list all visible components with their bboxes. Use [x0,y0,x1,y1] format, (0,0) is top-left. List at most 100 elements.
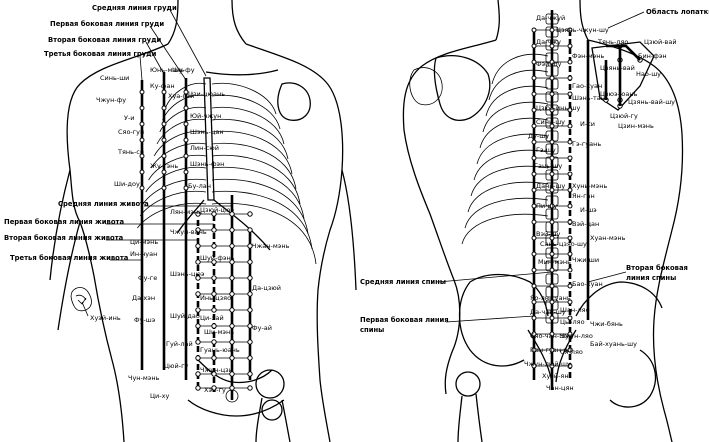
back-point-marker [549,91,555,97]
back-point-marker [531,155,537,161]
pt-da-heng: Да-хэн [132,294,155,302]
front-rib [211,118,289,160]
pt-bao-huan: Бао-хуан [572,280,603,288]
front-point-marker [195,355,201,361]
front-point-marker [211,227,217,233]
pt-tszi-tsyuy: Цзи-цюань [188,90,225,98]
pt-shen-tsan: Шэнь-цан [190,128,224,136]
lead-chest-3 [139,55,143,81]
pt-san-tszyao-shu: Сань-цзяо-шу [540,240,587,248]
back-point-marker [531,251,537,257]
back-point-marker [531,347,537,353]
front-sternum [203,77,215,201]
back-point-marker [567,283,573,289]
pt-tszyuy-vay: Цзюй-вай [644,38,677,46]
back-point-marker [531,139,537,145]
front-point-marker [195,243,201,249]
costal-arch [213,199,271,251]
pt-bin-fen: Бин-фэн [638,52,667,60]
back-point-marker [567,123,573,129]
front-point-marker [195,259,201,265]
pt-sin-shi: Синь-ши [100,74,129,82]
front-point-marker [211,385,217,391]
front-figure [49,0,357,442]
back-point-marker [531,27,537,33]
caption-back-line-2b: линия спины [626,274,676,282]
costal-arch-left [177,199,205,233]
back-point-marker [567,75,573,81]
back-point-marker [549,219,555,225]
front-point-marker [229,339,235,345]
pt-pan-guan-shu: Пан-гуан-шу [530,346,573,354]
back-point-marker [531,315,537,321]
front-point-marker [183,105,189,111]
front-point-marker [195,385,201,391]
back-point-marker [549,235,555,241]
pt-syao-chan-shu: Сяо-чан-шу [530,332,569,340]
front-point-marker [247,339,253,345]
back-femur-left [455,371,481,397]
back-rungs [531,27,643,369]
front-point-marker [139,137,145,143]
lead-back-mid [437,271,553,283]
pt-shi-men: Ши-мэнь [204,328,234,336]
pt-chzhun-lyao: Чжун-ляо [560,332,593,340]
pt-tsyan-chzhun-shu: Цзянь-чжун-шу [556,26,609,34]
back-point-marker [531,91,537,97]
caption-back-line-2a: Вторая боковая [626,264,688,272]
back-point-marker [549,187,555,193]
back-point-marker [531,203,537,209]
pt-tyan-lyao: Тянь-ляо [597,38,628,46]
pt-lin-syuy: Лин-сюй [190,144,219,152]
lead-huey-in [81,301,89,317]
caption-back-line-1a: Первая боковая линия [360,316,449,324]
back-point-marker [531,219,537,225]
front-point-marker [195,211,201,217]
pt-da-chzhu: Да-чжу [536,38,561,46]
pt-tsi-hu: Ци-ху [150,392,169,400]
back-scapula-left [433,55,491,121]
pt-chzhi-shi: Чжи-ши [572,256,599,264]
front-point-marker [229,385,235,391]
back-point-marker [549,251,555,257]
front-rib-left [153,130,207,157]
pt-tyan-si: Тянь-си [117,148,144,156]
back-point-marker [531,43,537,49]
back-rib [491,53,549,85]
pt-fen-men: Фэн-мэнь [572,52,604,60]
back-rib [467,181,549,213]
caption-abd-3: Третья боковая линия живота [10,254,129,262]
front-rib [211,130,293,175]
front-point-marker [211,259,217,265]
front-point-marker [211,243,217,249]
back-point-marker [567,347,573,353]
pt-u-i: У-и [124,114,135,122]
pt-tszyan-vay: Цзянь-вай [600,64,635,72]
front-point-marker [211,211,217,217]
pt-ku-fan: Ку-фан [150,82,175,90]
pt-yin-tszyao: Инь-цзяо [200,294,231,302]
front-point-marker [229,323,235,329]
front-point-marker [161,169,167,175]
front-rib-left [139,190,207,217]
front-meridian-lines [139,72,253,400]
back-point-marker [549,347,555,353]
back-rib [470,165,549,197]
front-point-marker [247,211,253,217]
pt-shen-tan: Шэнь-тан [572,94,605,102]
pt-lyan-men: Лян-мэнь [170,208,202,216]
back-point-marker [531,59,537,65]
back-rib-cage [461,53,549,245]
pt-chzhun-tszi: Чжун-цзи [200,366,233,374]
front-point-marker [195,339,201,345]
pt-yun-men: Юнь-мэнь [150,66,184,74]
front-point-marker [247,259,253,265]
front-point-marker [183,153,189,159]
front-rib [211,82,277,115]
pt-chzhi-byan: Чжи-бянь [590,320,623,328]
front-point-marker [161,105,167,111]
pt-tszin-men: Цзин-мэнь [618,122,654,130]
back-point-marker [531,171,537,177]
pt-fu-ay: Фу-ай [252,324,272,332]
front-point-marker [139,153,145,159]
